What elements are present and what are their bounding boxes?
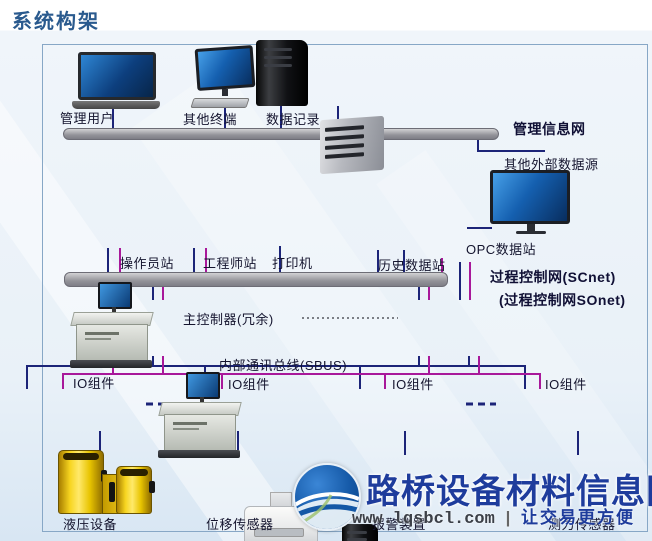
io-component-label: IO组件 bbox=[545, 377, 587, 392]
opc-station-label: OPC数据站 bbox=[466, 242, 537, 257]
management-info-net-label: 管理信息网 bbox=[513, 121, 586, 137]
io-component-label: IO组件 bbox=[392, 377, 434, 392]
data-record-tower-icon bbox=[256, 40, 308, 106]
main-controller-label: 主控制器(冗余) bbox=[183, 312, 274, 327]
io-component-label: IO组件 bbox=[228, 377, 270, 392]
operator-station-label: 操作员站 bbox=[120, 256, 175, 271]
other-terminal-computer-icon bbox=[190, 45, 258, 108]
data-record-label: 数据记录 bbox=[266, 112, 321, 127]
management-user-laptop-icon bbox=[72, 52, 160, 109]
displacement-sensor-label: 位移传感器 bbox=[206, 517, 274, 532]
alarm-device-label: 报警装置 bbox=[372, 517, 427, 532]
operator-station-console-icon bbox=[70, 282, 154, 372]
hydraulic-equipment-icon bbox=[58, 448, 155, 514]
process-net-label-1: 过程控制网(SCnet) bbox=[490, 269, 616, 285]
process-control-network-bus bbox=[64, 272, 448, 287]
process-net-label-2: (过程控制网SOnet) bbox=[499, 292, 626, 308]
engineer-station-label: 工程师站 bbox=[203, 256, 258, 271]
management-network-bus bbox=[63, 128, 499, 140]
printer-label: 打印机 bbox=[272, 256, 313, 271]
external-source-monitor-icon bbox=[490, 170, 572, 234]
force-sensor-label: 测力传感器 bbox=[548, 517, 616, 532]
hydraulic-label: 液压设备 bbox=[63, 517, 118, 532]
engineer-station-console-icon bbox=[158, 372, 242, 462]
page-title: 系统构架 bbox=[12, 11, 100, 33]
management-user-label: 管理用户 bbox=[60, 111, 115, 126]
printer-icon bbox=[244, 492, 318, 541]
external-source-label: 其他外部数据源 bbox=[504, 157, 599, 172]
data-record-storage-icon bbox=[320, 115, 384, 175]
io-component-label: IO组件 bbox=[73, 376, 115, 391]
sbus-label: 内部通讯总线(SBUS) bbox=[219, 358, 348, 373]
history-station-label: 历史数据站 bbox=[378, 258, 446, 273]
other-terminal-label: 其他终端 bbox=[183, 112, 238, 127]
